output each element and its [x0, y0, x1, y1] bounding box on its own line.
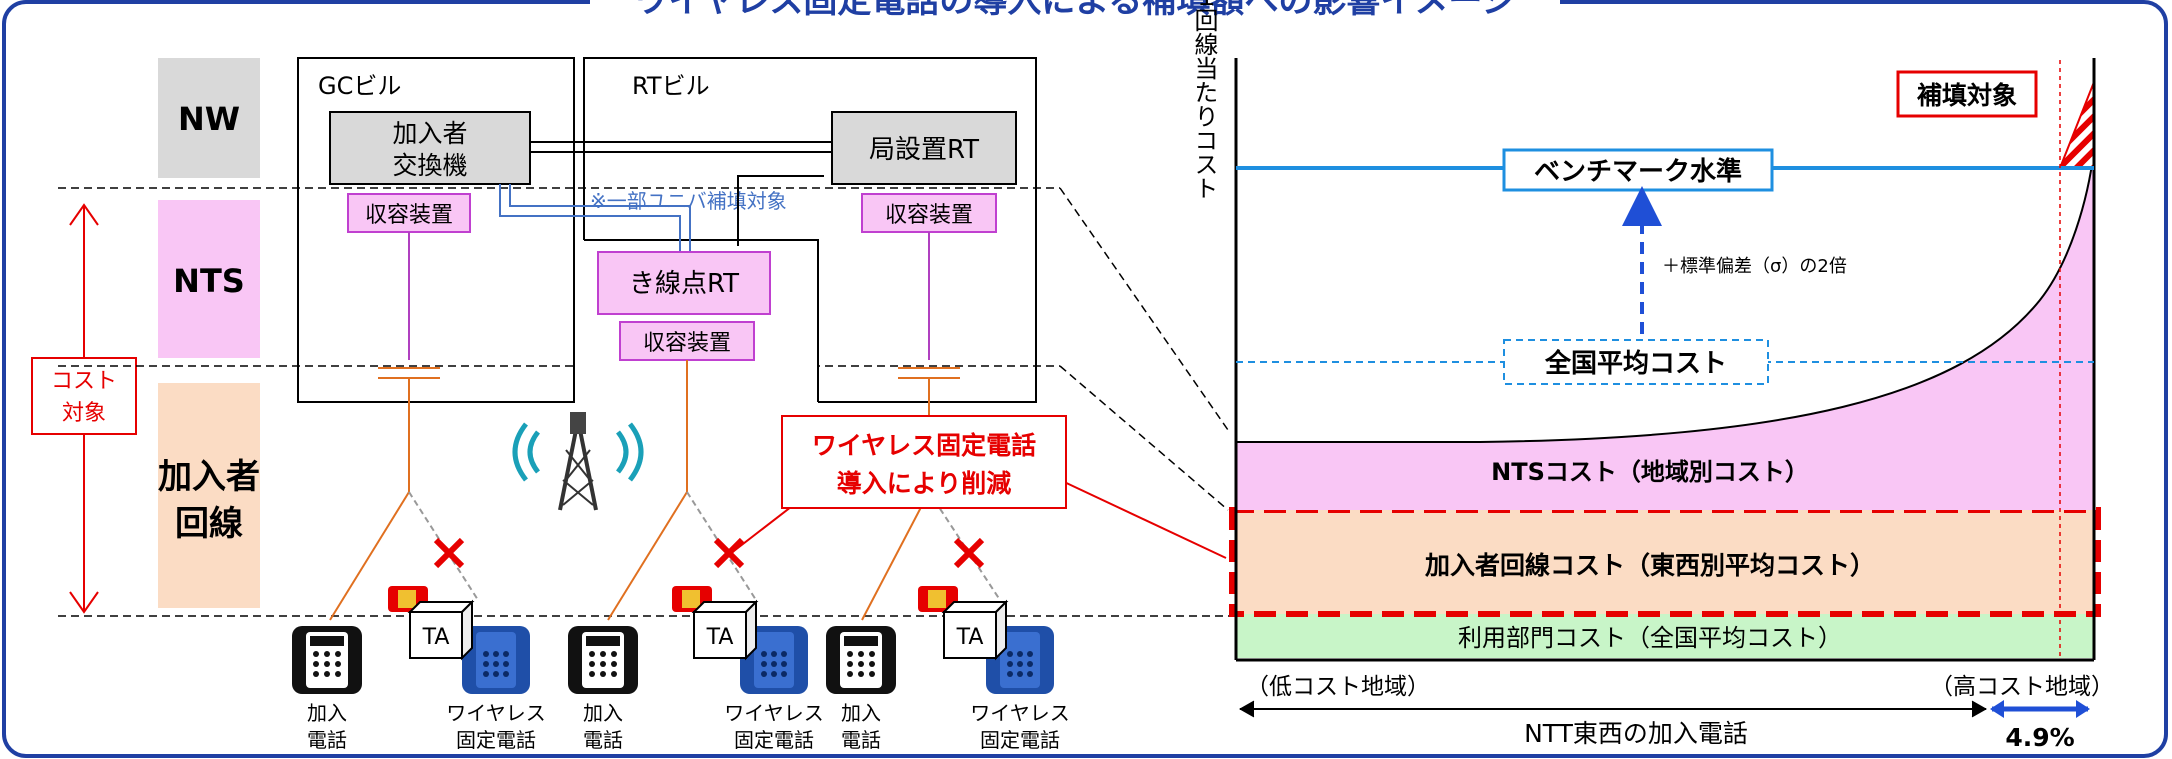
- usage-cost-label: 利用部門コスト（全国平均コスト）: [1458, 624, 1842, 652]
- subscriber-exchange-label-1: 加入者: [392, 119, 467, 148]
- rt-building-notch-edge: [584, 239, 819, 402]
- y-axis-label-text: １回線当たりコスト: [1190, 0, 1218, 200]
- subscriber-range-label: NTT東西の加入電話: [1524, 719, 1748, 748]
- line-cost-band: [1236, 510, 2094, 614]
- subscriber-exchange: [329, 111, 531, 185]
- accommodation-device-gc-label: 収容装置: [365, 203, 453, 228]
- phone-label-wl-1b: 固定電話: [456, 728, 536, 752]
- title-gap: [590, 0, 1560, 18]
- ta-label-1: TA: [422, 625, 450, 650]
- national-average-label: 全国平均コスト: [1544, 348, 1727, 379]
- partial-line-b: [509, 184, 691, 252]
- line-feeder-subscriber: [607, 491, 688, 621]
- phone-label-wl-2a: ワイヤレス: [724, 701, 823, 725]
- ta-label-2: TA: [706, 625, 734, 650]
- nts-cost-curve: [1236, 149, 2095, 443]
- callout-label-1: ワイヤレス固定電話: [812, 431, 1036, 460]
- subscriber-layer-label-1: 加入者: [158, 457, 260, 497]
- phone-subscriber-1-icon: [292, 626, 362, 694]
- usage-cost-band: [1236, 614, 2094, 658]
- benchmark-label: ベンチマーク水準: [1534, 156, 1742, 187]
- nw-layer-box: [158, 58, 260, 178]
- high-cost-label: （高コスト地域）: [1930, 674, 2114, 700]
- feeder-rt-label: き線点RT: [629, 269, 739, 299]
- national-average-box: [1503, 339, 1769, 385]
- accommodation-device-feeder-label: 収容装置: [643, 331, 731, 356]
- compensation-box: [1896, 70, 2038, 118]
- gc-building-label: GCビル: [318, 72, 401, 100]
- nw-layer-label: NW: [178, 100, 240, 138]
- wireless-phone-2-icon: [672, 586, 808, 694]
- feeder-rt: [597, 251, 771, 315]
- phone-label-wl-2b: 固定電話: [734, 728, 814, 752]
- accommodation-device-rt: [861, 193, 997, 233]
- cut-mark-rt: [953, 537, 985, 569]
- accommodation-device-gc: [347, 193, 471, 233]
- ta-label-3: TA: [956, 625, 984, 650]
- phone-label-wl-3b: 固定電話: [980, 728, 1060, 752]
- subscriber-layer-box: [158, 383, 260, 608]
- phone-label-sub-3a: 加入: [841, 701, 881, 725]
- partial-note: ※一部ユニバ補填対象: [590, 189, 787, 213]
- phone-label-sub-3b: 電話: [841, 728, 881, 752]
- callout-box: [781, 415, 1067, 509]
- low-cost-label: （低コスト地域）: [1246, 674, 1430, 700]
- share-label: 4.9%: [2005, 723, 2074, 752]
- cut-mark-feeder: [713, 537, 745, 569]
- y-axis-label: １回線当たりコスト: [1190, 0, 1218, 200]
- callout-label-2: 導入により削減: [837, 469, 1012, 498]
- partial-line-a: [499, 184, 681, 252]
- line-rt-subscriber: [861, 491, 930, 621]
- phone-label-sub-2b: 電話: [583, 728, 623, 752]
- share-arrowhead-left: [1990, 700, 2004, 718]
- accommodation-device-rt-label: 収容装置: [885, 203, 973, 228]
- wireless-phone-3-icon: [918, 586, 1054, 694]
- accommodation-device-feeder: [619, 321, 755, 361]
- subscriber-layer-label-2: 回線: [175, 504, 243, 544]
- subscriber-exchange-label-2: 交換機: [392, 151, 467, 180]
- page-title: ワイヤレス固定電話の導入による補填額への影響イメージ: [634, 0, 1515, 21]
- cost-target-box: [31, 357, 137, 435]
- rt-feeder-line: [737, 175, 824, 246]
- share-arrowhead-right: [2076, 700, 2090, 718]
- link-line-2: [1059, 365, 1229, 511]
- line-cost-label: 加入者回線コスト（東西別平均コスト）: [1424, 551, 1875, 580]
- nts-layer-box: [158, 200, 260, 358]
- gc-building: [297, 57, 575, 403]
- phone-subscriber-3-icon: [826, 626, 896, 694]
- cut-mark-gc: [433, 537, 465, 569]
- nts-cost-label: NTSコスト（地域別コスト）: [1491, 458, 1809, 486]
- phone-subscriber-2-icon: [568, 626, 638, 694]
- cost-target-label-1: コスト: [51, 369, 117, 394]
- subscriber-range-arrowhead-right: [1971, 700, 1988, 718]
- subscriber-range-arrowhead-left: [1238, 700, 1255, 718]
- wireless-phone-1-icon: [388, 586, 530, 694]
- compensation-label: 補填対象: [1916, 81, 2017, 110]
- phone-label-sub-1b: 電話: [307, 728, 347, 752]
- nts-layer-label: NTS: [173, 262, 245, 300]
- phone-label-wl-3a: ワイヤレス: [970, 701, 1069, 725]
- nts-cost-area: [1236, 150, 2094, 510]
- phone-label-sub-2a: 加入: [583, 701, 623, 725]
- office-rt: [831, 111, 1017, 185]
- callout-pointer-2: [1059, 479, 1227, 559]
- benchmark-box: [1502, 148, 1774, 192]
- office-rt-label: 局設置RT: [869, 135, 979, 165]
- link-line-1: [1059, 187, 1229, 431]
- cost-target-arrowhead-top: [69, 203, 99, 226]
- phone-label-wl-1a: ワイヤレス: [446, 701, 545, 725]
- cost-target-label-2: 対象: [62, 401, 106, 426]
- antenna-tower-icon: [512, 412, 644, 511]
- cost-target-arrowhead-bottom: [69, 591, 99, 614]
- rt-building-label: RTビル: [632, 72, 710, 100]
- phone-label-sub-1a: 加入: [307, 701, 347, 725]
- line-gc-subscriber: [329, 491, 410, 621]
- sigma-label: ＋標準偏差（σ）の2倍: [1662, 256, 1847, 277]
